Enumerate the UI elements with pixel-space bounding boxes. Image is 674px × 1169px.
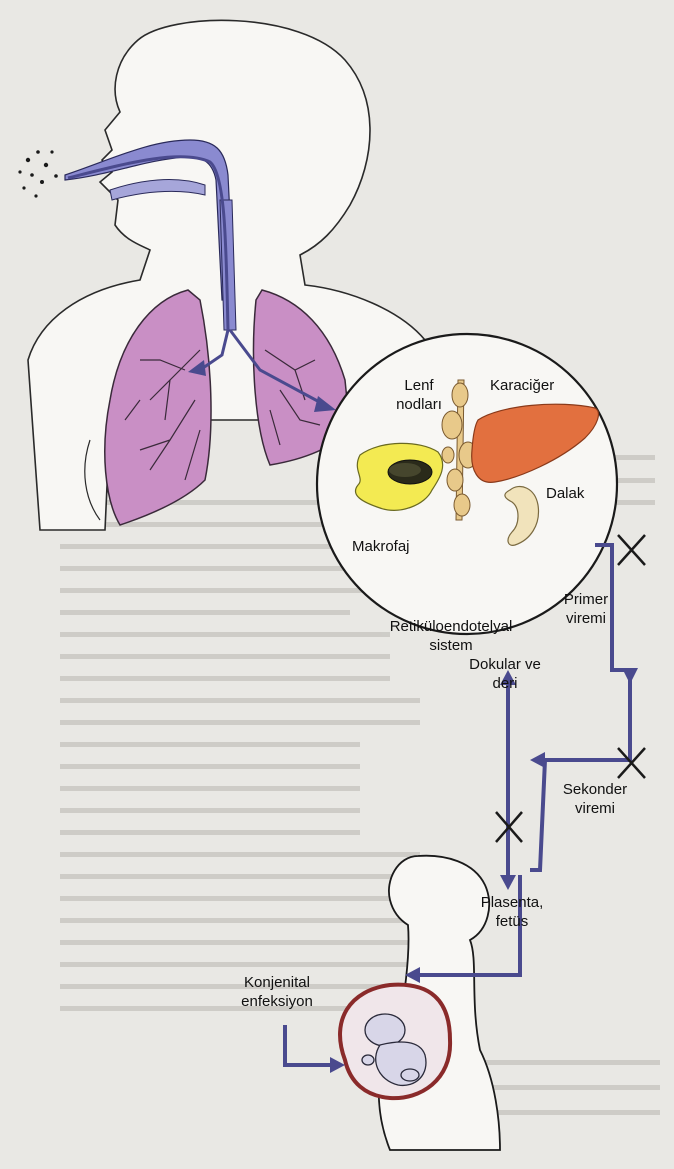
label-karaciger-text: Karaciğer (490, 376, 610, 395)
block-mark-primer (618, 535, 645, 565)
plasenta-arrowhead (500, 875, 516, 890)
label-dalak: Dalak (546, 484, 616, 503)
label-konjenital-line1: Konjenital (222, 973, 332, 992)
label-dokular-ve-deri: Dokular ve deri (450, 655, 560, 693)
primer-arrowhead (622, 668, 638, 684)
label-sekonder-line2: viremi (550, 799, 640, 818)
label-dokular-line2: deri (450, 674, 560, 693)
label-konjenital-line2: enfeksiyon (222, 992, 332, 1011)
sekonder-arrowhead (530, 752, 545, 768)
label-lenf-line1: Lenf (384, 376, 454, 395)
label-sekonder-line1: Sekonder (550, 780, 640, 799)
label-sekonder-viremi: Sekonder viremi (550, 780, 640, 818)
label-retikuloendotelyal: Retiküloendotelyal sistem (356, 617, 546, 655)
label-plasenta-line2: fetüs (462, 912, 562, 931)
label-konjenital-enfeksiyon: Konjenital enfeksiyon (222, 973, 332, 1011)
label-makrofaj: Makrofaj (352, 537, 452, 556)
label-plasenta-fetus: Plasenta, fetüs (462, 893, 562, 931)
label-dalak-text: Dalak (546, 484, 616, 503)
label-retikulo-line2: sistem (356, 636, 546, 655)
virus-particles (18, 150, 57, 197)
label-dokular-line1: Dokular ve (450, 655, 560, 674)
label-makrofaj-text: Makrofaj (352, 537, 452, 556)
label-primer-line2: viremi (546, 609, 626, 628)
label-lenf-line2: nodları (384, 395, 454, 414)
label-plasenta-line1: Plasenta, (462, 893, 562, 912)
label-retikulo-line1: Retiküloendotelyal (356, 617, 546, 636)
label-lenf-nodlari: Lenf nodları (384, 376, 454, 414)
label-primer-viremi: Primer viremi (546, 590, 626, 628)
label-primer-line1: Primer (546, 590, 626, 609)
label-karaciger: Karaciğer (490, 376, 610, 395)
